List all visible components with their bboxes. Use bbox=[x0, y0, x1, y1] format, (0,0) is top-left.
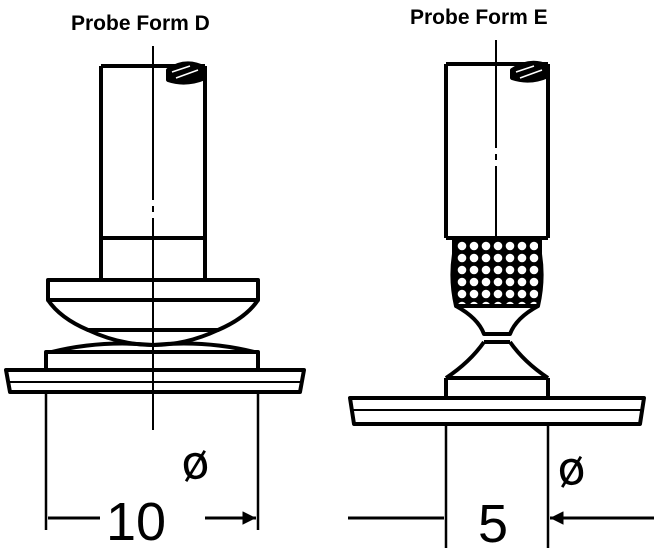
probe-form-e-title: Probe Form E bbox=[410, 6, 548, 29]
probe-d-shaft bbox=[99, 61, 207, 278]
probe-e-diameter-symbol: ø bbox=[553, 440, 588, 497]
probe-d-contact-flat bbox=[46, 278, 260, 354]
probe-d-dimension-value: 10 bbox=[106, 492, 166, 552]
probe-d-diameter-symbol: ø bbox=[177, 434, 212, 491]
probe-e-shaft bbox=[444, 60, 550, 240]
probe-form-e-drawing bbox=[348, 40, 654, 548]
probe-e-dimension-value: 5 bbox=[478, 494, 508, 554]
probe-e-knurled-collar bbox=[450, 236, 544, 308]
probe-d-base-plate bbox=[4, 350, 306, 394]
probe-form-d-title: Probe Form D bbox=[71, 12, 210, 35]
probe-form-d-drawing bbox=[4, 46, 306, 530]
probe-e-contact-point bbox=[444, 304, 550, 380]
probe-e-base-plate bbox=[348, 378, 646, 426]
